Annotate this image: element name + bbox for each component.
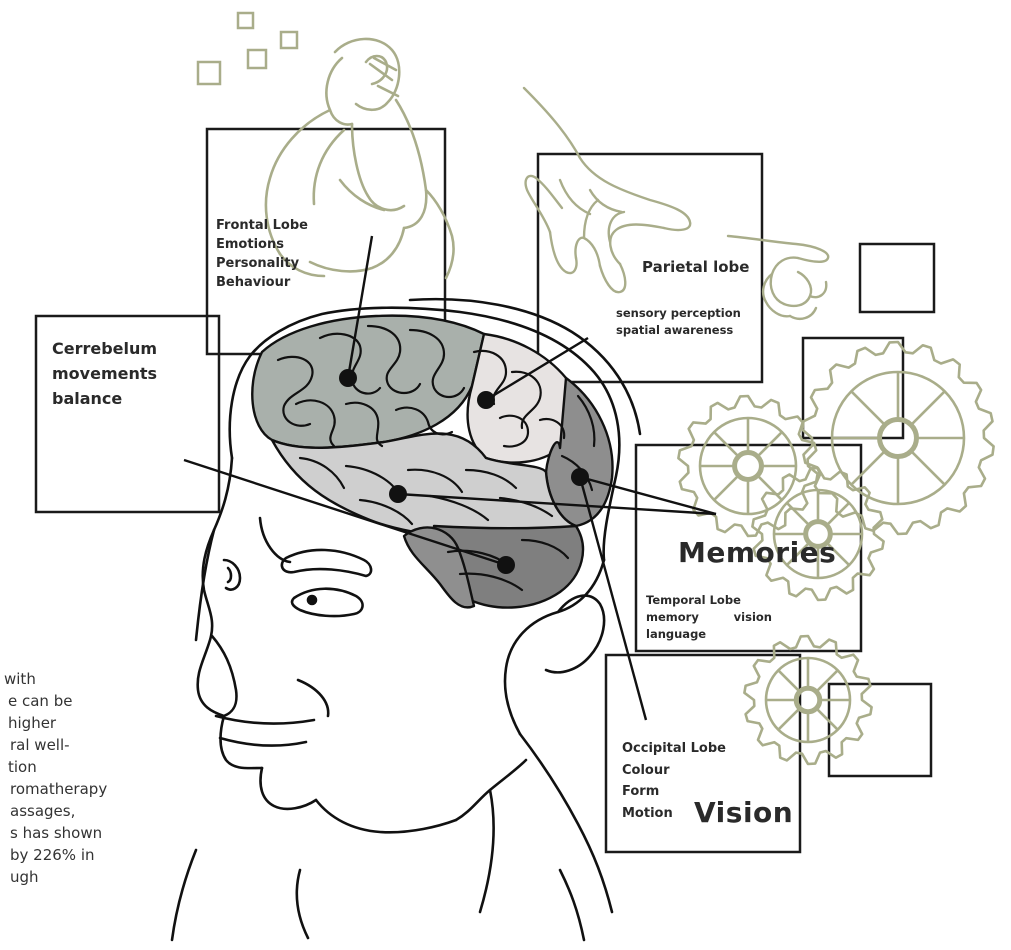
dot-parietal bbox=[477, 391, 495, 409]
small-square-right bbox=[860, 244, 934, 312]
side-line-4: ral well- bbox=[0, 734, 126, 756]
dot-cerebellum bbox=[497, 556, 515, 574]
side-line-6: romatherapy bbox=[0, 778, 126, 800]
gear-icon bbox=[678, 396, 817, 536]
memories-line-2a: memory bbox=[646, 609, 699, 626]
frontal-line-1: Frontal Lobe bbox=[216, 216, 308, 235]
side-line-1: with bbox=[0, 668, 126, 690]
side-paragraph: with e can be higher ral well- tion roma… bbox=[0, 668, 126, 888]
vision-title: Vision bbox=[694, 796, 793, 829]
memories-line-2b: vision bbox=[734, 609, 772, 626]
gear-icon bbox=[752, 468, 883, 600]
parietal-line-1: sensory perception bbox=[616, 305, 741, 322]
memories-title: Memories bbox=[678, 536, 836, 569]
cerebellum-line-1: Cerrebelum bbox=[52, 336, 157, 361]
side-line-7: assages, bbox=[0, 800, 126, 822]
frontal-line-4: Behaviour bbox=[216, 273, 308, 292]
cerebellum-line-3: balance bbox=[52, 386, 157, 411]
side-line-2: e can be bbox=[0, 690, 126, 712]
occipital-line-1: Occipital Lobe bbox=[622, 738, 726, 760]
frontal-line-3: Personality bbox=[216, 254, 308, 273]
parietal-label: sensory perception spatial awareness bbox=[616, 305, 741, 339]
side-line-5: tion bbox=[0, 756, 126, 778]
parietal-line-2: spatial awareness bbox=[616, 322, 741, 339]
occipital-line-2: Colour bbox=[622, 760, 726, 782]
small-square-bottom bbox=[829, 684, 931, 776]
side-line-10: ugh bbox=[0, 866, 126, 888]
frontal-label: Frontal Lobe Emotions Personality Behavi… bbox=[216, 216, 308, 292]
face-features bbox=[212, 550, 371, 746]
frontal-lobe bbox=[252, 316, 484, 448]
cerebellum-line-2: movements bbox=[52, 361, 157, 386]
memories-label: Temporal Lobe memory vision language bbox=[646, 592, 786, 643]
side-line-9: by 226% in bbox=[0, 844, 126, 866]
side-line-8: s has shown bbox=[0, 822, 126, 844]
memories-line-3: language bbox=[646, 626, 786, 643]
dot-occipital bbox=[571, 468, 589, 486]
dot-frontal bbox=[339, 369, 357, 387]
side-line-3: higher bbox=[0, 712, 126, 734]
hands-icon bbox=[524, 88, 828, 319]
cerebellum-label: Cerrebelum movements balance bbox=[52, 336, 157, 411]
frontal-line-2: Emotions bbox=[216, 235, 308, 254]
parietal-title: Parietal lobe bbox=[642, 258, 749, 276]
memories-line-1: Temporal Lobe bbox=[646, 592, 786, 609]
square-icon-cluster bbox=[198, 13, 297, 84]
dot-temporal bbox=[389, 485, 407, 503]
